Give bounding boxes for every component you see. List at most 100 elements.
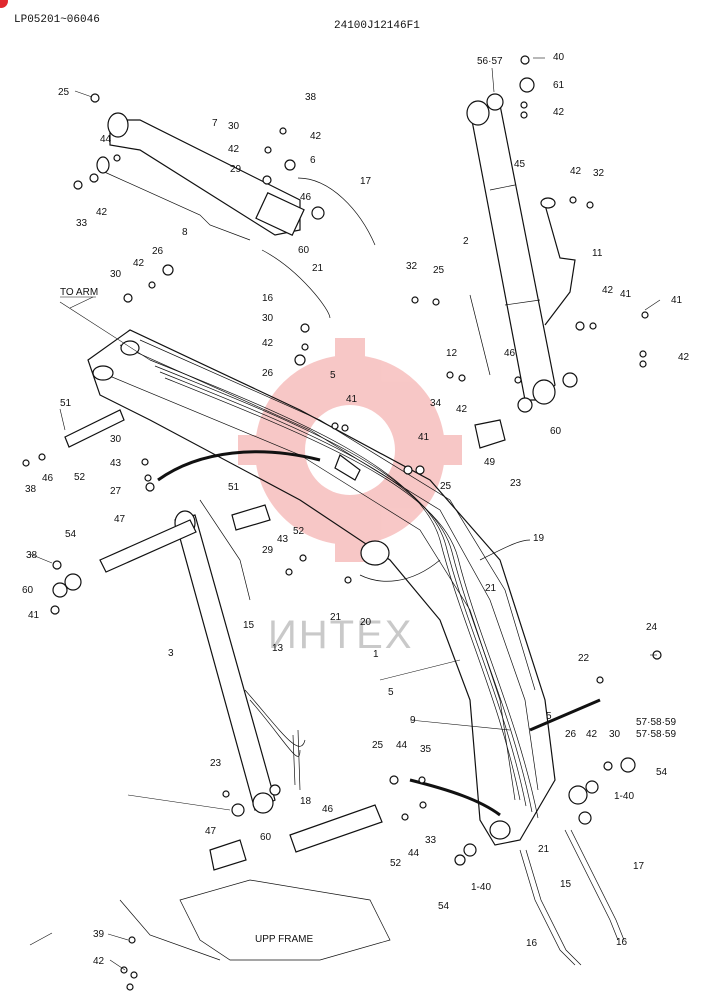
callout: 3 [168, 648, 174, 659]
callout: 52 [390, 858, 402, 869]
corner-marker [0, 0, 8, 8]
callout: 26 [152, 246, 164, 257]
callout: 20 [360, 617, 372, 628]
callout: 52 [74, 472, 86, 483]
callout: 49 [484, 457, 496, 468]
to-arm-label: TO ARM [60, 287, 98, 298]
callout: 60 [260, 832, 272, 843]
callout: 30 [110, 434, 122, 445]
callout: 57·58·59 [636, 717, 676, 728]
callout: 45 [514, 159, 526, 170]
callout: 61 [553, 80, 565, 91]
hardware [22, 55, 662, 991]
callout: 9 [410, 715, 416, 726]
callout: 44 [408, 848, 420, 859]
callout: 54 [65, 529, 77, 540]
callout: 34 [430, 398, 442, 409]
callout: 12 [446, 348, 458, 359]
callout: 29 [230, 164, 242, 175]
callout: 57·58·59 [636, 729, 676, 740]
watermark-text: ИНТЕХ [268, 613, 413, 657]
callout: 15 [243, 620, 255, 631]
callout: 60 [298, 245, 310, 256]
callout: 38 [26, 550, 38, 561]
callout: 38 [305, 92, 317, 103]
callout: 13 [272, 643, 284, 654]
callout: 5 [546, 711, 552, 722]
upper-frame [119, 499, 391, 961]
callout: 42 [96, 207, 108, 218]
drawing-number: 24100J12146F1 [334, 20, 420, 32]
callout: 46 [504, 348, 516, 359]
callout: 16 [262, 293, 274, 304]
callout: 32 [593, 168, 605, 179]
callout: 51 [60, 398, 72, 409]
callout: 42 [310, 131, 322, 142]
callout: 1-40 [471, 882, 491, 893]
callout: 42 [678, 352, 690, 363]
callout: 30 [110, 269, 122, 280]
callout: 21 [538, 844, 550, 855]
callout: 15 [560, 879, 572, 890]
callout: 33 [425, 835, 437, 846]
callout: 5 [388, 687, 394, 698]
callout: 42 [133, 258, 145, 269]
callout: 40 [553, 52, 565, 63]
callout: 19 [533, 533, 545, 544]
callout: 39 [93, 929, 105, 940]
callout: 25 [433, 265, 445, 276]
boom-cylinder-upper [466, 100, 576, 405]
boom-cylinder-lower [174, 510, 306, 814]
callout: 17 [633, 861, 645, 872]
arm-cylinder [96, 112, 305, 241]
callout: 42 [570, 166, 582, 177]
pins [64, 409, 506, 871]
callout: 24 [646, 622, 658, 633]
callout: 41 [418, 432, 430, 443]
callout: 11 [592, 248, 603, 259]
callout: 43 [277, 534, 289, 545]
callout: 25 [440, 481, 452, 492]
callout: 5 [330, 370, 336, 381]
callout: 43 [110, 458, 122, 469]
callout: 25 [372, 740, 384, 751]
callout: 33 [76, 218, 88, 229]
callout: 46 [300, 192, 312, 203]
callout: 47 [114, 514, 126, 525]
callout: 16 [616, 937, 628, 948]
callout: 1-40 [614, 791, 634, 802]
callout: 60 [550, 426, 562, 437]
callout: 2 [463, 236, 469, 247]
callout: 27 [110, 486, 122, 497]
callout: 26 [262, 368, 274, 379]
callout-labels: 25 38 7 30 42 44 42 6 29 17 46 42 33 8 6… [22, 52, 690, 967]
callout: 30 [609, 729, 621, 740]
callout: 42 [553, 107, 565, 118]
callout: 21 [330, 612, 342, 623]
callout: 21 [485, 583, 497, 594]
leader-lines [29, 57, 661, 971]
callout: 47 [205, 826, 217, 837]
callout: 1 [373, 649, 379, 660]
callout: 26 [565, 729, 577, 740]
callout: 60 [22, 585, 34, 596]
callout: 54 [438, 901, 450, 912]
callout: 35 [420, 744, 432, 755]
callout: 42 [262, 338, 274, 349]
bucket-pipes [261, 177, 625, 966]
callout: 29 [262, 545, 274, 556]
callout: 6 [310, 155, 316, 166]
callout: 42 [586, 729, 598, 740]
callout: 46 [42, 473, 54, 484]
callout: 44 [100, 134, 112, 145]
callout: 42 [93, 956, 105, 967]
callout: 30 [228, 121, 240, 132]
callout: 41 [346, 394, 358, 405]
callout: 52 [293, 526, 305, 537]
callout: 56·57 [477, 56, 503, 67]
callout: 7 [212, 118, 218, 129]
callout: 23 [510, 478, 522, 489]
callout: 25 [58, 87, 70, 98]
